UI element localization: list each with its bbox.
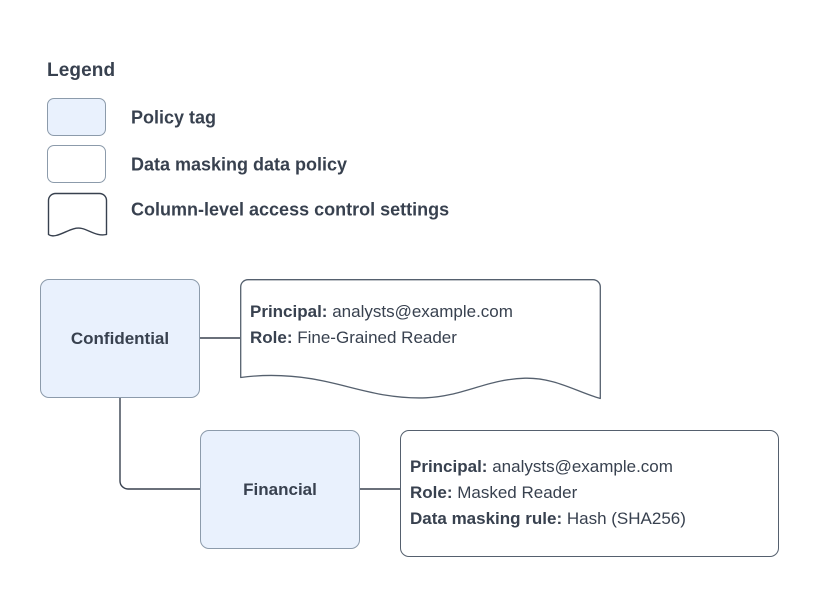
- edge-confidential-to-financial: [119, 398, 200, 490]
- detail-line-principal: Principal: analysts@example.com: [250, 299, 591, 325]
- callout-wavy-shape: [240, 279, 601, 400]
- detail-line-role: Role: Fine-Grained Reader: [250, 325, 591, 351]
- access-control-settings-details: Principal: analysts@example.com Role: Fi…: [250, 299, 591, 351]
- detail-line-role: Role: Masked Reader: [410, 480, 770, 506]
- detail-value-masking-rule: Hash (SHA256): [566, 509, 686, 528]
- access-control-settings-callout-confidential[interactable]: Principal: analysts@example.com Role: Fi…: [240, 279, 601, 400]
- policy-tag-node-confidential[interactable]: Confidential: [40, 279, 200, 398]
- legend: Legend Policy tag Data masking data poli…: [0, 0, 820, 250]
- data-masking-policy-box-financial[interactable]: Principal: analysts@example.com Role: Ma…: [400, 430, 779, 557]
- detail-value-role: Masked Reader: [457, 483, 578, 502]
- detail-key-role: Role:: [250, 328, 293, 347]
- policy-tag-label-confidential: Confidential: [70, 328, 170, 348]
- detail-key-principal: Principal:: [250, 302, 328, 321]
- detail-value-role: Fine-Grained Reader: [297, 328, 457, 347]
- detail-key-role: Role:: [410, 483, 453, 502]
- legend-label-policy-tag: Policy tag: [131, 107, 217, 128]
- legend-swatch-data-masking-policy-icon: [47, 145, 106, 183]
- data-masking-policy-details: Principal: analysts@example.com Role: Ma…: [410, 454, 770, 532]
- legend-title: Legend: [47, 60, 116, 81]
- detail-value-principal: analysts@example.com: [332, 302, 513, 321]
- policy-tag-label-financial: Financial: [243, 479, 317, 499]
- legend-label-data-masking-policy: Data masking data policy: [131, 154, 348, 175]
- legend-swatch-access-control-icon: [47, 192, 108, 237]
- legend-swatch-policy-tag-icon: [47, 98, 106, 136]
- detail-value-principal: analysts@example.com: [492, 457, 673, 476]
- detail-line-principal: Principal: analysts@example.com: [410, 454, 770, 480]
- detail-line-masking-rule: Data masking rule: Hash (SHA256): [410, 506, 770, 532]
- detail-key-principal: Principal:: [410, 457, 488, 476]
- policy-tag-node-financial[interactable]: Financial: [200, 430, 360, 549]
- detail-key-masking-rule: Data masking rule:: [410, 509, 563, 528]
- legend-label-access-control: Column-level access control settings: [131, 199, 450, 220]
